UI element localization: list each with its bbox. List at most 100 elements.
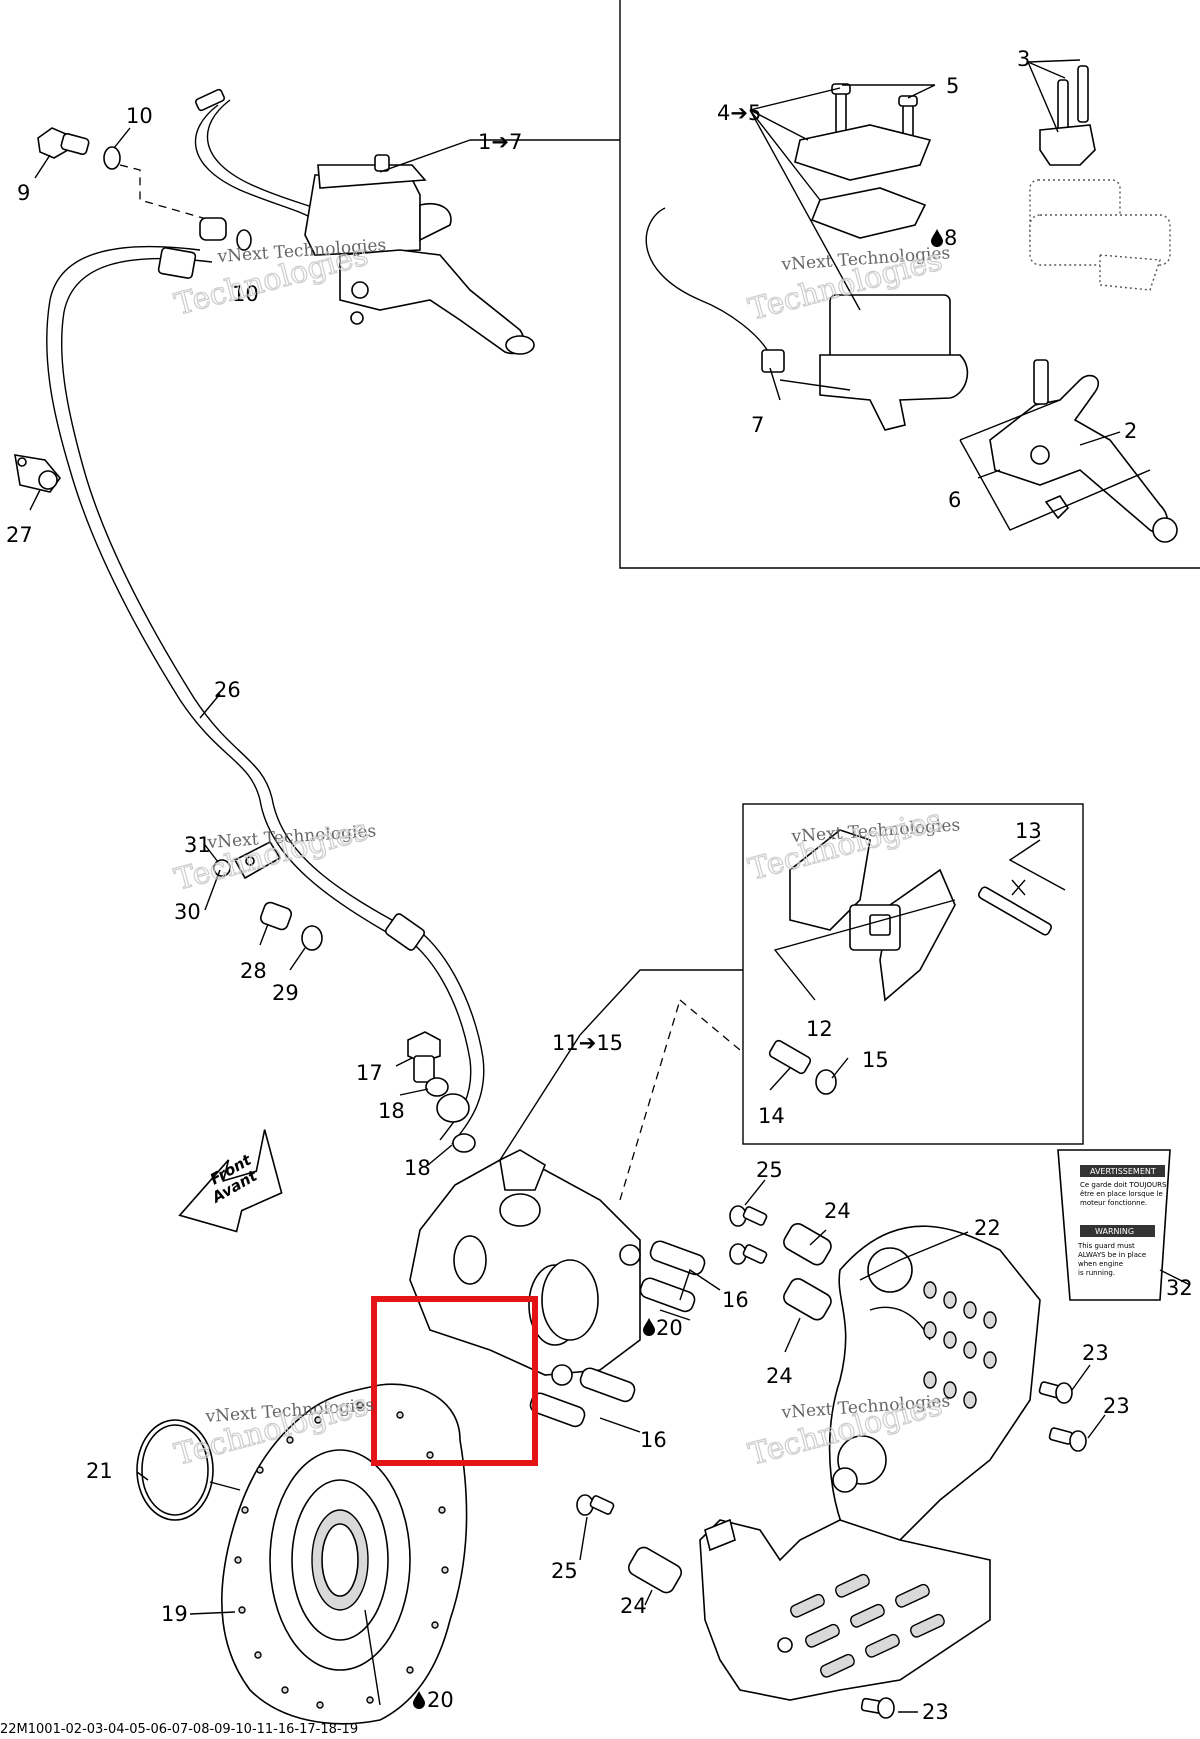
callout-6: 6 xyxy=(948,488,961,512)
callout-28: 28 xyxy=(240,959,267,983)
callout-25-lower: 25 xyxy=(551,1559,578,1583)
brake-disc-19 xyxy=(221,1383,468,1725)
callout-24-middle: 24 xyxy=(766,1364,793,1388)
pad-pin-13 xyxy=(978,879,1052,936)
brake-caliper xyxy=(409,1149,641,1386)
callout-16-lower: 16 xyxy=(640,1428,667,1452)
callout-22: 22 xyxy=(974,1216,1001,1240)
front-direction-arrow: Front Avant xyxy=(178,1129,283,1233)
callout-24-lower: 24 xyxy=(620,1594,647,1618)
callout-18-lower: 18 xyxy=(404,1156,431,1180)
callout-23-upper: 23 xyxy=(1082,1341,1109,1365)
watermark-logo: Technologies xyxy=(171,813,372,898)
hose-wire-inset xyxy=(645,207,771,356)
callout-23-lower: 23 xyxy=(922,1700,949,1724)
clamp-3 xyxy=(1039,65,1096,166)
callout-18-upper: 18 xyxy=(378,1099,405,1123)
callout-21: 21 xyxy=(86,1459,113,1483)
callout-numbers: 9 10 10 1➔7 3 4➔5 5 8 7 2 6 27 26 31 30 … xyxy=(6,47,1193,1724)
reservoir-cover xyxy=(794,124,932,181)
clamp-30-31 xyxy=(213,840,282,880)
spacer-28 xyxy=(259,901,293,931)
banjo-bolt-17 xyxy=(407,1031,441,1083)
callout-20-lower: 20 xyxy=(427,1688,454,1712)
bleeder-14 xyxy=(768,1039,812,1075)
hose-end-fitting xyxy=(436,1093,470,1123)
reservoir-diaphragm xyxy=(810,187,927,239)
drawing-reference-code: 22M1001-02-03-04-05-06-07-08-09-10-11-16… xyxy=(0,1722,358,1737)
callout-19: 19 xyxy=(161,1602,188,1626)
highlight-region xyxy=(371,1296,538,1466)
brake-lever-2 xyxy=(989,359,1178,543)
callout-12: 12 xyxy=(806,1017,833,1041)
decal-title-en: WARNING xyxy=(1095,1227,1134,1236)
hose-fitting-10 xyxy=(199,217,227,241)
decal-text-en-4: is running. xyxy=(1078,1269,1115,1277)
callout-11-15: 11➔15 xyxy=(552,1031,623,1055)
callout-4-5: 4➔5 xyxy=(717,101,761,125)
decal-text-fr-2: être en place lorsque le xyxy=(1080,1190,1163,1198)
bolt-to-hose-dashed xyxy=(119,164,211,221)
decal-text-fr-1: Ce garde doit TOUJOURS xyxy=(1080,1181,1167,1189)
callout-27: 27 xyxy=(6,523,33,547)
callout-3: 3 xyxy=(1017,47,1030,71)
callout-7: 7 xyxy=(751,413,764,437)
disc-holes xyxy=(234,1401,449,1709)
caliper-to-inset-dashed xyxy=(619,999,741,1201)
decal-text-en-2: ALWAYS be in place xyxy=(1078,1251,1146,1259)
callout-13: 13 xyxy=(1015,819,1042,843)
callout-31: 31 xyxy=(184,833,211,857)
cap-15 xyxy=(815,1069,837,1095)
callout-1-7: 1➔7 xyxy=(478,130,522,154)
lever-6-bracket xyxy=(959,399,1151,531)
brake-hose xyxy=(46,245,485,1145)
callout-10-lower: 10 xyxy=(232,282,259,306)
screw-25-lower xyxy=(576,1494,615,1516)
washer-29 xyxy=(301,925,323,951)
screws-25-upper xyxy=(729,1205,768,1265)
spacer-24-lower xyxy=(627,1546,683,1594)
callout-24-upper: 24 xyxy=(824,1199,851,1223)
callout-23-middle: 23 xyxy=(1103,1394,1130,1418)
screws-23 xyxy=(860,1381,1087,1719)
callout-5: 5 xyxy=(946,74,959,98)
callout-17: 17 xyxy=(356,1061,383,1085)
banjo-bolt-9 xyxy=(37,127,90,159)
callout-30: 30 xyxy=(174,900,201,924)
leader-lines xyxy=(29,59,1191,1713)
callout-32: 32 xyxy=(1166,1276,1193,1300)
callout-20-upper: 20 xyxy=(656,1316,683,1340)
decal-text-en-3: when engine xyxy=(1078,1260,1123,1268)
inset-lever-body xyxy=(819,354,969,431)
callout-14: 14 xyxy=(758,1104,785,1128)
inset-master-cylinder-box xyxy=(619,0,1200,569)
callout-8: 8 xyxy=(944,226,957,250)
decal-text-fr-3: moteur fonctionne. xyxy=(1080,1199,1147,1207)
callout-29: 29 xyxy=(272,981,299,1005)
brake-disc-guard xyxy=(699,1225,1041,1701)
warning-decal-32: AVERTISSEMENT Ce garde doit TOUJOURS êtr… xyxy=(1057,1149,1171,1301)
callout-10: 10 xyxy=(126,104,153,128)
washer-18-upper xyxy=(425,1077,449,1097)
decal-text-en-1: This guard must xyxy=(1077,1242,1135,1250)
callout-2: 2 xyxy=(1124,419,1137,443)
master-cylinder-assembly xyxy=(194,88,535,355)
washer-18-lower xyxy=(452,1133,476,1153)
hose-clamp-27 xyxy=(14,454,62,493)
brake-pads-12 xyxy=(789,829,956,1002)
washer-10-lower xyxy=(236,229,252,251)
drop-icon xyxy=(643,1318,655,1336)
spacers-24-upper xyxy=(783,1223,832,1321)
decal-title-fr: AVERTISSEMENT xyxy=(1090,1167,1156,1176)
guard-vent-holes xyxy=(790,1281,997,1678)
callout-25-upper: 25 xyxy=(756,1158,783,1182)
callout-15: 15 xyxy=(862,1048,889,1072)
caliper-bolts-16 xyxy=(529,1240,706,1428)
o-ring-21 xyxy=(136,1419,214,1521)
clamp-3-dotted xyxy=(1029,179,1171,291)
callout-26: 26 xyxy=(214,678,241,702)
washer-10-top xyxy=(103,146,121,170)
switch-7 xyxy=(761,349,785,373)
callout-16-upper: 16 xyxy=(722,1288,749,1312)
